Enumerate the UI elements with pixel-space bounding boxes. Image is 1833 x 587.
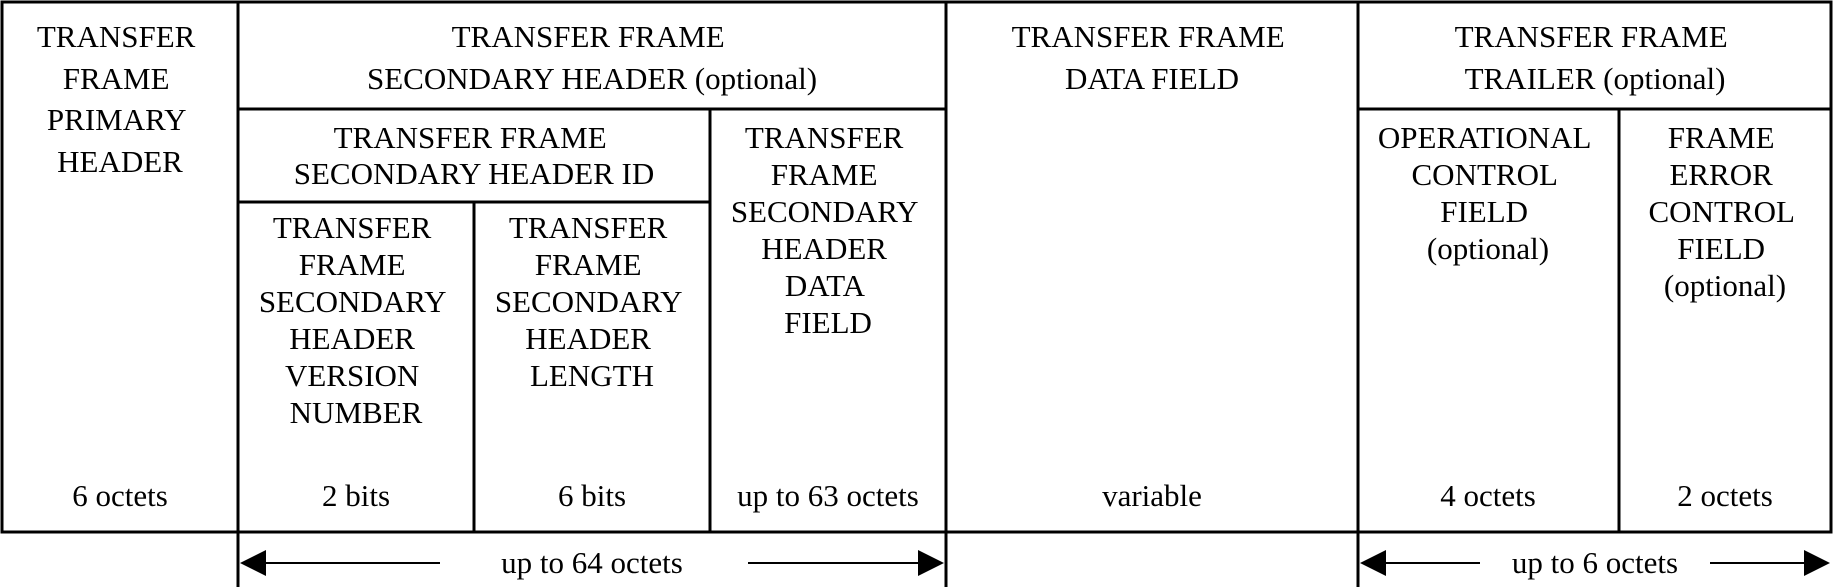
trailer-label: TRANSFER FRAME TRAILER (optional) <box>1455 19 1736 96</box>
length-size: 6 bits <box>558 478 626 513</box>
secondary-header-label: TRANSFER FRAME SECONDARY HEADER (optiona… <box>367 19 817 96</box>
primary-header-label: TRANSFER FRAME PRIMARY HEADER <box>37 19 203 179</box>
data-field-label: TRANSFER FRAME DATA FIELD <box>1012 19 1293 96</box>
arrowhead-right <box>1804 550 1830 576</box>
arrowhead-right <box>918 550 944 576</box>
fecf-size: 2 octets <box>1677 478 1773 513</box>
span-arrow-trailer: up to 6 octets <box>1360 545 1830 580</box>
arrowhead-left <box>240 550 266 576</box>
secondary-header-data-field-label: TRANSFER FRAME SECONDARY HEADER DATA FIE… <box>731 120 925 340</box>
span-label-secondary-header: up to 64 octets <box>501 545 683 580</box>
ocf-size: 4 octets <box>1440 478 1536 513</box>
version-number-label: TRANSFER FRAME SECONDARY HEADER VERSION … <box>259 210 453 430</box>
arrowhead-left <box>1360 550 1386 576</box>
primary-header-size: 6 octets <box>72 478 168 513</box>
data-field-size: variable <box>1102 478 1202 513</box>
fecf-label: FRAME ERROR CONTROL FIELD (optional) <box>1649 120 1802 303</box>
frame-outline <box>0 0 1833 534</box>
span-arrow-secondary-header: up to 64 octets <box>240 545 944 580</box>
length-label: TRANSFER FRAME SECONDARY HEADER LENGTH <box>495 210 689 393</box>
span-label-trailer: up to 6 octets <box>1512 545 1678 580</box>
ocf-label: OPERATIONAL CONTROL FIELD (optional) <box>1378 120 1598 266</box>
secondary-header-id-label: TRANSFER FRAME SECONDARY HEADER ID <box>294 120 655 191</box>
version-number-size: 2 bits <box>322 478 390 513</box>
secondary-header-data-field-size: up to 63 octets <box>737 478 919 513</box>
